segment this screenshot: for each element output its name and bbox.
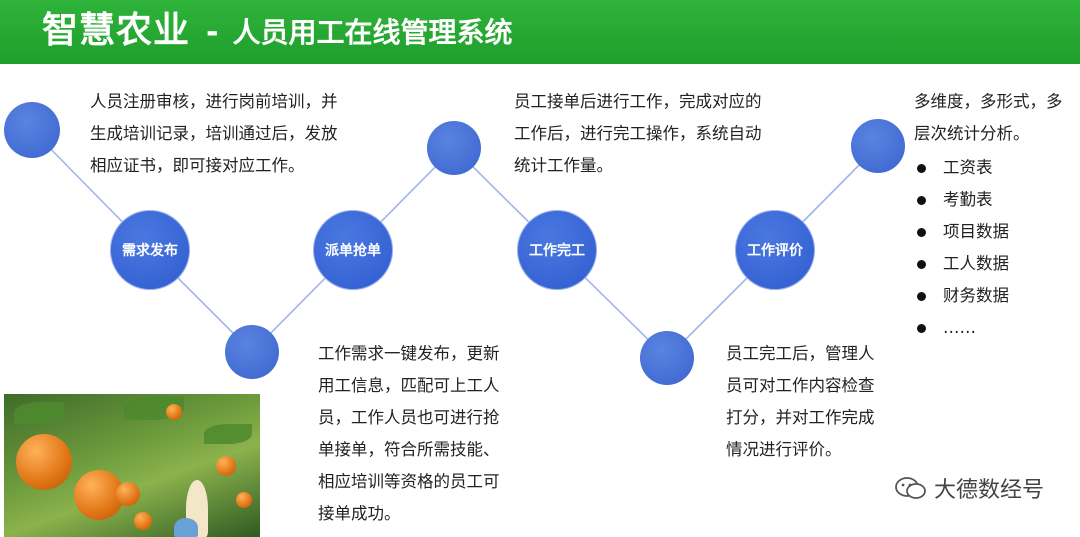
- person: [174, 518, 198, 537]
- desc-line: 员工完工后，管理人: [726, 344, 875, 363]
- node-stats-top: [851, 119, 905, 173]
- fruit: [116, 482, 140, 506]
- desc-line: 统计工作量。: [514, 156, 613, 175]
- stage-demand-publish: 需求发布: [110, 210, 190, 290]
- stage-dispatch: 派单抢单: [313, 210, 393, 290]
- title-sub: 人员用工在线管理系统: [232, 16, 513, 49]
- title-main: 智慧农业: [42, 10, 191, 51]
- fruit: [166, 404, 182, 420]
- node-complete-top: [427, 121, 481, 175]
- desc-line: 层次统计分析。: [914, 124, 1030, 143]
- node-evaluate-bottom: [640, 331, 694, 385]
- leaf: [14, 402, 64, 424]
- stage-work-evaluate: 工作评价: [735, 210, 815, 290]
- desc-dispatch: 工作需求一键发布，更新 用工信息，匹配可上工人 员，工作人员也可进行抢 单接单，…: [318, 338, 500, 530]
- fruit: [236, 492, 252, 508]
- header-bar: 智慧农业-人员用工在线管理系统: [0, 0, 1080, 64]
- desc-line: 相应证书，即可接对应工作。: [90, 156, 305, 175]
- stage-label: 工作完工: [529, 243, 585, 259]
- stats-list: 工资表 考勤表 项目数据 工人数据 财务数据 ……: [917, 152, 1009, 344]
- desc-register: 人员注册审核，进行岗前培训，并 生成培训记录，培训通过后，发放 相应证书，即可接…: [90, 86, 338, 182]
- node-dispatch-bottom: [225, 325, 279, 379]
- title-separator: -: [206, 15, 219, 50]
- fruit: [16, 434, 72, 490]
- desc-line: 单接单，符合所需技能、: [318, 440, 500, 459]
- desc-line: 情况进行评价。: [726, 440, 842, 459]
- stats-item: ……: [917, 312, 1009, 344]
- stats-item: 考勤表: [917, 184, 1009, 216]
- desc-line: 工作需求一键发布，更新: [318, 344, 500, 363]
- desc-line: 用工信息，匹配可上工人: [318, 376, 500, 395]
- desc-line: 工作后，进行完工操作，系统自动: [514, 124, 762, 143]
- stats-item: 工资表: [917, 152, 1009, 184]
- node-register: [4, 102, 60, 158]
- desc-line: 打分，并对工作完成: [726, 408, 875, 427]
- stage-label: 需求发布: [122, 243, 178, 259]
- fruit: [134, 512, 152, 530]
- stats-item: 项目数据: [917, 216, 1009, 248]
- desc-line: 员可对工作内容检查: [726, 376, 875, 395]
- desc-line: 多维度，多形式，多: [914, 92, 1063, 111]
- fruit: [74, 470, 124, 520]
- watermark: 大德数经号: [894, 472, 1044, 504]
- stage-work-complete: 工作完工: [517, 210, 597, 290]
- stats-item: 工人数据: [917, 248, 1009, 280]
- wechat-icon: [895, 477, 926, 499]
- desc-line: 员工接单后进行工作，完成对应的: [514, 92, 762, 111]
- desc-line: 员，工作人员也可进行抢: [318, 408, 500, 427]
- fruit: [216, 456, 236, 476]
- page-title: 智慧农业-人员用工在线管理系统: [42, 6, 512, 56]
- orchard-photo: [4, 394, 260, 537]
- desc-line: 生成培训记录，培训通过后，发放: [90, 124, 338, 143]
- desc-stats: 多维度，多形式，多 层次统计分析。: [914, 86, 1080, 150]
- watermark-text: 大德数经号: [934, 478, 1045, 503]
- desc-line: 接单成功。: [318, 504, 401, 523]
- desc-complete: 员工接单后进行工作，完成对应的 工作后，进行完工操作，系统自动 统计工作量。: [514, 86, 762, 182]
- stats-item: 财务数据: [917, 280, 1009, 312]
- stage-label: 派单抢单: [325, 243, 381, 259]
- desc-line: 人员注册审核，进行岗前培训，并: [90, 92, 338, 111]
- stage-label: 工作评价: [747, 243, 803, 259]
- desc-line: 相应培训等资格的员工可: [318, 472, 500, 491]
- desc-evaluate: 员工完工后，管理人 员可对工作内容检查 打分，并对工作完成 情况进行评价。: [726, 338, 875, 466]
- leaf: [204, 424, 252, 444]
